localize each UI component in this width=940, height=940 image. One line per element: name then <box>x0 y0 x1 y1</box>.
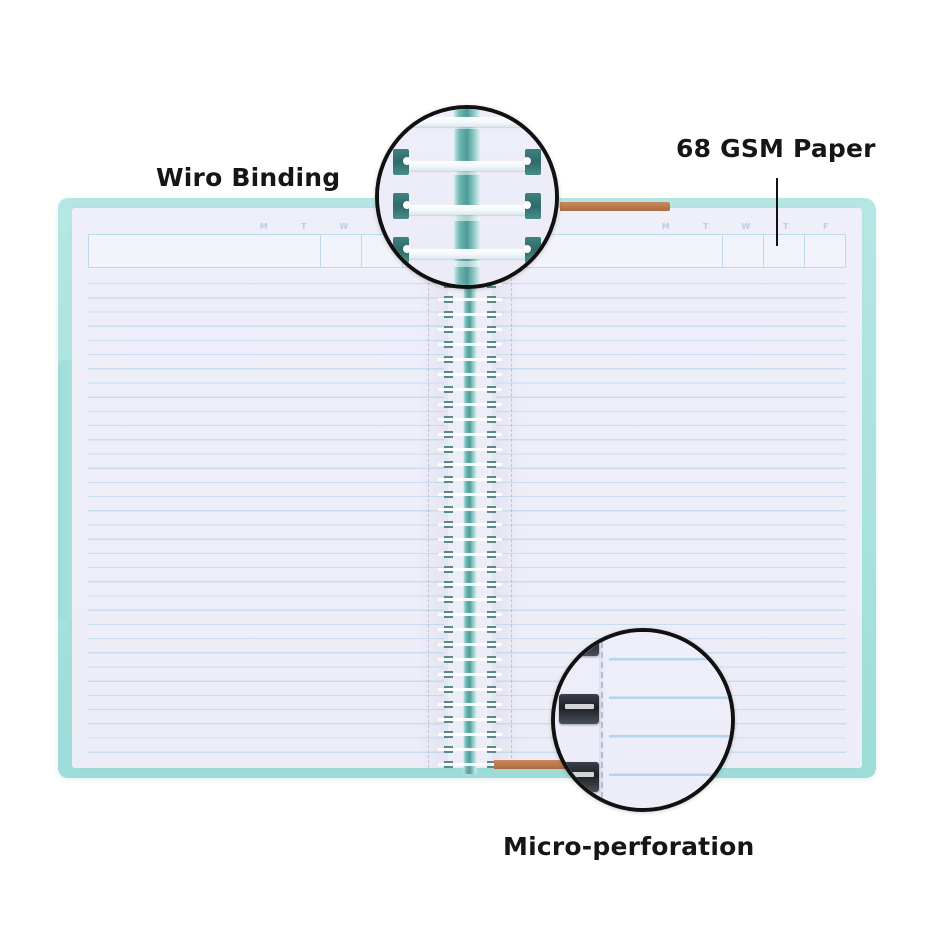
zoom-coil-hook-right <box>525 237 541 263</box>
wiro-binding-magnifier-circle <box>375 105 559 289</box>
ribbon-strip-top <box>560 202 670 211</box>
zoom-coil-rung <box>397 205 537 215</box>
micro-perforation-line-left <box>428 208 429 768</box>
zoom-coil-hook-dot <box>523 157 531 165</box>
day-letter-w: W <box>741 222 751 231</box>
notebook-spine <box>418 202 522 774</box>
left-page-ruled-lines <box>88 270 444 760</box>
zoom-perf-coil-hook <box>559 694 599 724</box>
zoom-perf-coil-hook-gloss <box>565 772 594 777</box>
left-page-day-box-1[interactable] <box>321 234 362 268</box>
day-letter-w: W <box>339 222 349 231</box>
wiro-binding-coil <box>438 202 502 774</box>
annotation-label-gsm-paper: 68 GSM Paper <box>676 134 876 163</box>
zoom-perf-coil-hook <box>559 632 599 656</box>
zoom-coil-rung <box>397 117 537 127</box>
left-page: M T W T F <box>72 208 470 768</box>
coil-hook-highlights <box>438 202 502 774</box>
zoom-perf-ruled-lines <box>609 632 731 808</box>
right-page-day-box-2[interactable] <box>764 234 805 268</box>
zoom-coil-hook-dot <box>403 201 411 209</box>
zoom-coil-hook-dot <box>523 201 531 209</box>
left-page-title-field[interactable] <box>88 234 321 268</box>
day-letter-m: M <box>661 222 671 231</box>
ribbon-strip-bottom <box>494 760 572 769</box>
right-page: M T W T F <box>470 208 862 768</box>
zoom-coil-rung <box>397 161 537 171</box>
wiro-magnifier-content <box>379 109 555 285</box>
zoom-coil-hook-dot <box>523 113 531 121</box>
annotation-label-wiro-binding: Wiro Binding <box>156 163 341 192</box>
zoom-coil-core-gloss <box>454 109 480 285</box>
zoom-coil-hook-dot <box>523 245 531 253</box>
zoom-micro-perforation-line <box>601 632 603 808</box>
day-letter-t1: T <box>301 222 307 231</box>
zoom-perf-coil-hook-gloss <box>565 636 594 641</box>
micro-perforation-magnifier-circle <box>551 628 735 812</box>
gsm-paper-leader-line <box>776 178 779 246</box>
day-letter-t1: T <box>703 222 709 231</box>
zoom-coil-hook-right <box>525 149 541 175</box>
zoom-coil-hook-left <box>393 193 409 219</box>
annotation-label-micro-perforation: Micro-perforation <box>503 832 755 861</box>
day-letter-t2: T <box>783 222 789 231</box>
day-letter-m: M <box>259 222 269 231</box>
zoom-coil-hook-dot <box>403 113 411 121</box>
right-page-day-box-3[interactable] <box>805 234 846 268</box>
zoom-coil-hook-dot <box>403 245 411 253</box>
right-page-day-box-1[interactable] <box>723 234 764 268</box>
zoom-perf-coil-hook <box>559 762 599 792</box>
right-page-day-letters: M T W T F <box>646 220 846 234</box>
zoom-coil-hook-left <box>393 237 409 263</box>
zoom-coil-rung <box>397 249 537 259</box>
micro-perforation-line-right <box>511 208 512 768</box>
zoom-perf-coil-hook-gloss <box>565 704 594 709</box>
day-letter-f: F <box>823 222 829 231</box>
zoom-coil-hook-left <box>393 149 409 175</box>
zoom-coil-hook-dot <box>403 157 411 165</box>
zoom-coil-hook-right <box>525 193 541 219</box>
perforation-magnifier-content <box>555 632 731 808</box>
